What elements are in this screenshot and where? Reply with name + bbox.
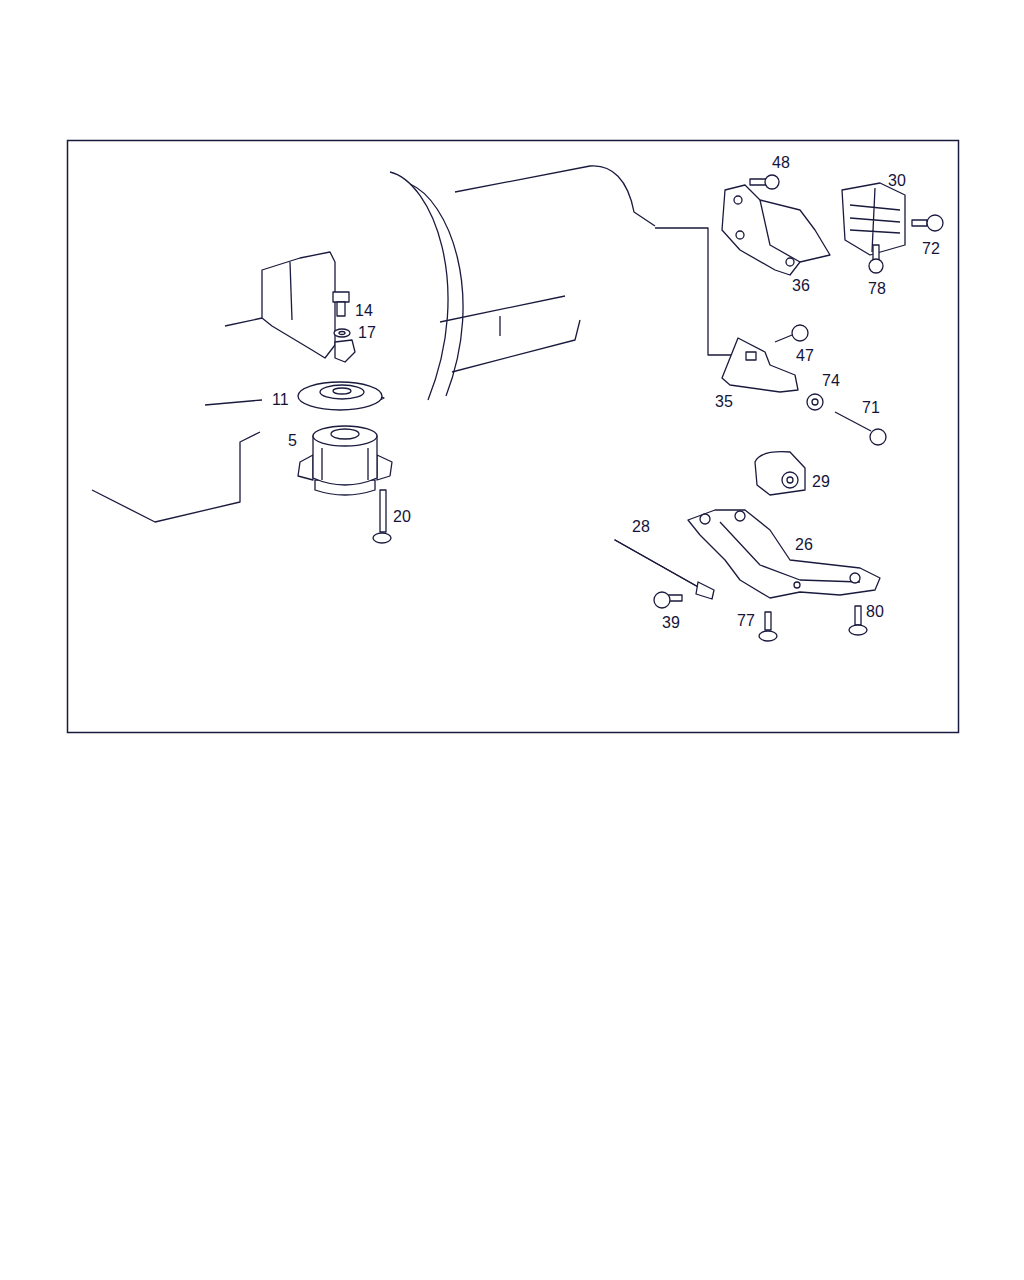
washer-17 xyxy=(334,329,350,337)
callout-number: 17 xyxy=(358,324,376,342)
callout-number: 26 xyxy=(795,536,813,554)
callout-number: 74 xyxy=(822,372,840,390)
callout-number: 35 xyxy=(715,393,733,411)
callout-number: 5 xyxy=(288,432,297,450)
callout-number: 47 xyxy=(796,347,814,365)
bolt-39 xyxy=(654,592,682,608)
bolt-77 xyxy=(759,612,777,641)
callout-number: 14 xyxy=(355,302,373,320)
callout-number: 80 xyxy=(866,603,884,621)
callout-number: 48 xyxy=(772,154,790,172)
engine-bracket xyxy=(262,252,355,362)
bolt-48 xyxy=(750,175,779,189)
bolt-78 xyxy=(869,245,883,273)
mount-5 xyxy=(298,426,392,495)
plate-11 xyxy=(298,382,384,410)
transmission-outline xyxy=(92,166,735,522)
bracket-35 xyxy=(722,338,798,392)
mount-30 xyxy=(842,183,905,255)
bracket-36 xyxy=(722,185,830,275)
callout-number: 39 xyxy=(662,614,680,632)
bolt-14 xyxy=(333,292,349,316)
bolt-72 xyxy=(912,215,943,231)
callout-number: 72 xyxy=(922,240,940,258)
nut-74 xyxy=(807,394,823,410)
callout-number: 11 xyxy=(272,391,289,409)
mount-29 xyxy=(755,452,805,495)
callout-number: 28 xyxy=(632,518,650,536)
frame xyxy=(68,141,959,733)
bolt-47 xyxy=(775,325,808,342)
bolt-20 xyxy=(373,490,391,543)
crossmember-26 xyxy=(688,510,880,598)
rod-28 xyxy=(615,540,714,599)
callout-number: 29 xyxy=(812,473,830,491)
callout-number: 71 xyxy=(862,399,880,417)
bolt-71 xyxy=(835,412,886,445)
callout-number: 30 xyxy=(888,172,906,190)
callout-number: 77 xyxy=(737,612,755,630)
callout-number: 20 xyxy=(393,508,411,526)
callout-number: 36 xyxy=(792,277,810,295)
callout-number: 78 xyxy=(868,280,886,298)
bolt-80 xyxy=(849,606,867,635)
